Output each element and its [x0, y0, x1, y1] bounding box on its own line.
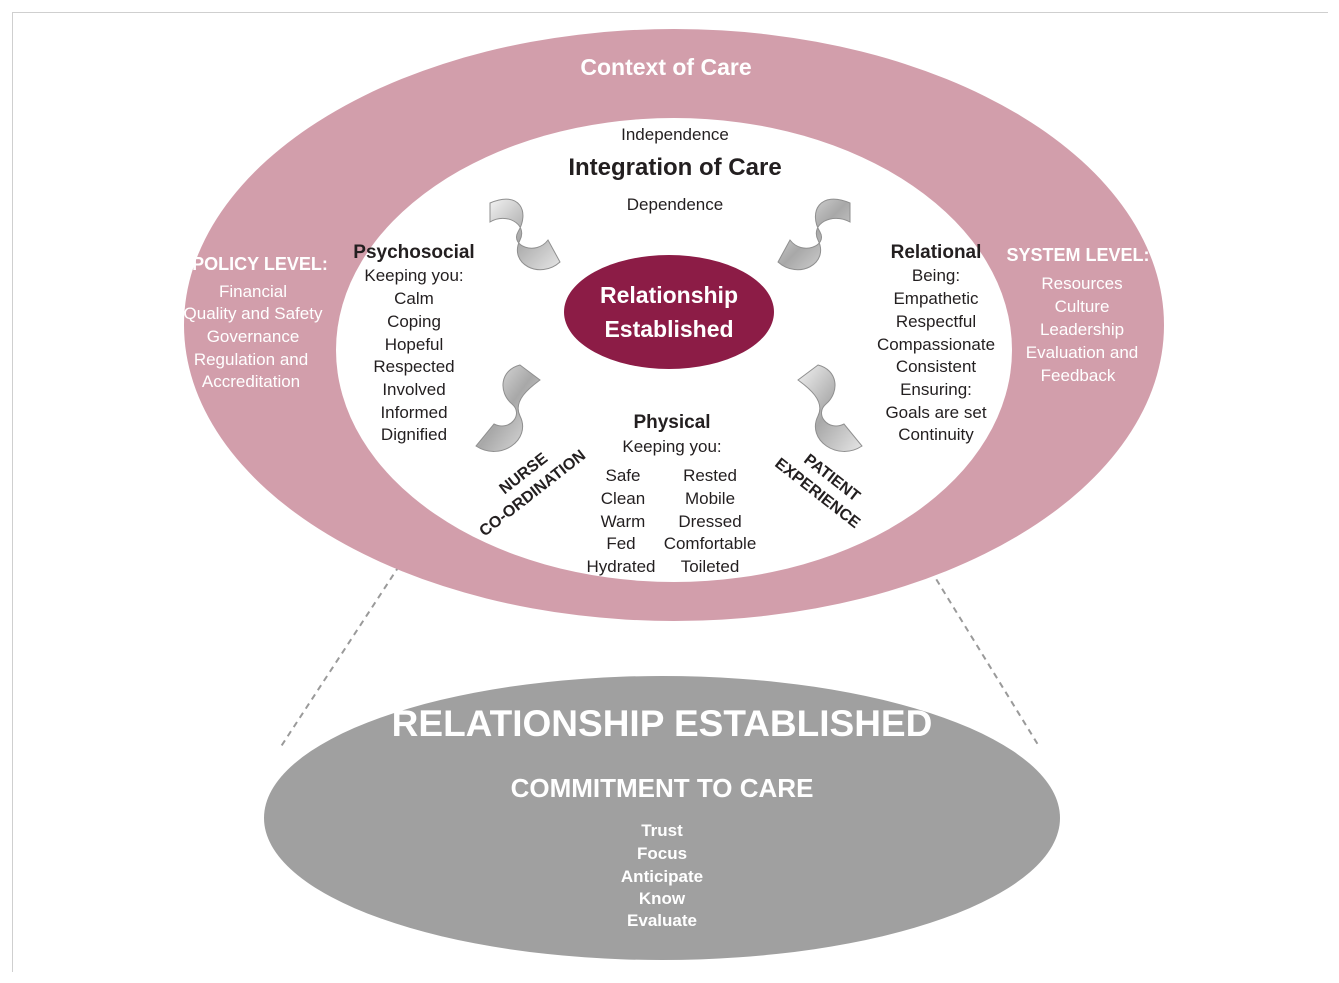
relationship-established-ellipse — [264, 676, 1060, 960]
policy-item: Quality and Safety — [184, 304, 323, 323]
physical-right-item: Mobile — [685, 489, 735, 508]
ribbon-icon-top-left — [489, 198, 561, 271]
system-item: Feedback — [1041, 366, 1116, 385]
physical-right-item: Toileted — [681, 557, 740, 576]
system-level-block: SYSTEM LEVEL: Resources Culture Leadersh… — [1006, 245, 1149, 385]
physical-left-item: Clean — [601, 489, 645, 508]
psychosocial-heading: Psychosocial — [353, 242, 474, 263]
system-item: Leadership — [1040, 320, 1124, 339]
system-item: Evaluation and — [1026, 343, 1138, 362]
psychosocial-sub: Keeping you: — [364, 266, 463, 285]
system-item: Culture — [1055, 297, 1110, 316]
physical-right-item: Rested — [683, 466, 737, 485]
physical-left-item: Hydrated — [587, 557, 656, 576]
bottom-subtitle: COMMITMENT TO CARE — [511, 773, 814, 803]
physical-sub: Keeping you: — [622, 437, 721, 456]
ribbon-icon-bottom-left — [475, 364, 541, 452]
center-line1: Relationship — [600, 282, 738, 308]
commitment-item: Know — [639, 889, 686, 908]
system-item: Resources — [1041, 274, 1122, 293]
commitment-item: Focus — [637, 844, 687, 863]
physical-right-item: Dressed — [678, 512, 741, 531]
relational-sub: Being: — [912, 266, 960, 285]
psychosocial-item: Hopeful — [385, 335, 444, 354]
relational-heading: Relational — [891, 242, 982, 263]
policy-level-heading: POLICY LEVEL: — [192, 254, 328, 274]
relational-sub2: Ensuring: — [900, 380, 972, 399]
connector-right-dashed — [774, 316, 1041, 749]
physical-left-item: Warm — [601, 512, 646, 531]
commitment-item: Anticipate — [621, 867, 703, 886]
relational-item: Respectful — [896, 312, 976, 331]
center-relationship-ellipse — [564, 255, 774, 369]
ribbon-icon-top-right — [777, 198, 851, 271]
psychosocial-item: Respected — [373, 357, 454, 376]
psychosocial-item: Coping — [387, 312, 441, 331]
relational-block: Relational Being: Empathetic Respectful … — [877, 242, 995, 444]
ribbon-icon-bottom-right — [797, 364, 863, 452]
policy-item: Accreditation — [202, 372, 300, 391]
physical-right-item: Comfortable — [664, 534, 757, 553]
psychosocial-item: Involved — [382, 380, 445, 399]
bottom-title: RELATIONSHIP ESTABLISHED — [392, 703, 933, 744]
physical-left-item: Fed — [606, 534, 635, 553]
psychosocial-item: Calm — [394, 289, 434, 308]
independence-label: Independence — [621, 125, 729, 144]
physical-left-item: Safe — [606, 466, 641, 485]
commitment-item: Trust — [641, 821, 683, 840]
commitment-items: Trust Focus Anticipate Know Evaluate — [621, 821, 703, 930]
psychosocial-item: Informed — [380, 403, 447, 422]
center-line2: Established — [604, 316, 733, 342]
policy-item: Financial — [219, 282, 287, 301]
figure-frame — [12, 12, 1328, 972]
system-level-heading: SYSTEM LEVEL: — [1006, 245, 1149, 265]
relational-item: Continuity — [898, 425, 974, 444]
policy-level-block: POLICY LEVEL: Financial Quality and Safe… — [184, 254, 328, 391]
policy-item: Regulation and — [194, 350, 308, 369]
physical-block: Physical Keeping you: Safe Clean Warm Fe… — [587, 412, 757, 576]
relational-item: Empathetic — [893, 289, 979, 308]
commitment-item: Evaluate — [627, 911, 697, 930]
psychosocial-item: Dignified — [381, 425, 447, 444]
relational-item: Goals are set — [885, 403, 986, 422]
integration-of-care-heading: Integration of Care — [568, 154, 781, 181]
policy-item: Governance — [207, 327, 300, 346]
physical-heading: Physical — [633, 412, 710, 433]
context-of-care-title: Context of Care — [580, 54, 751, 80]
relational-item: Compassionate — [877, 335, 995, 354]
relational-item: Consistent — [896, 357, 977, 376]
dependence-label: Dependence — [627, 195, 723, 214]
psychosocial-block: Psychosocial Keeping you: Calm Coping Ho… — [353, 242, 474, 444]
